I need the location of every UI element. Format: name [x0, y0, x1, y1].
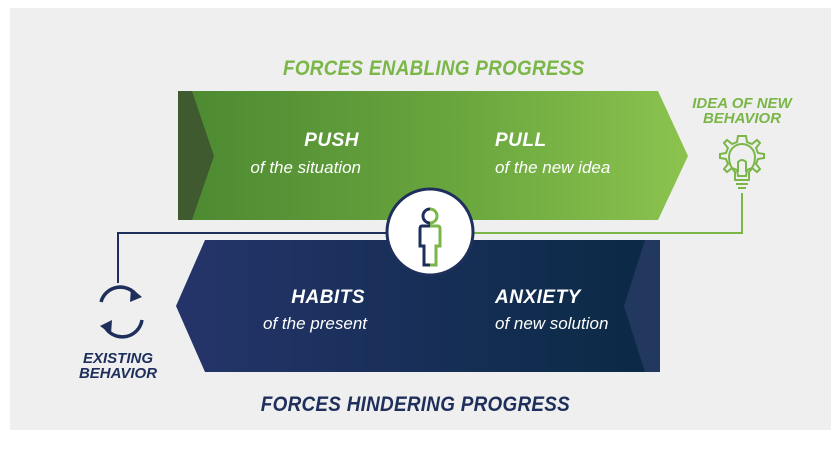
anxiety-subtitle: of new solution — [495, 314, 609, 333]
pull-title: PULL — [495, 130, 547, 151]
habits-title: HABITS — [291, 287, 365, 308]
navy-arrow-band — [176, 240, 645, 372]
pull-subtitle: of the new idea — [495, 158, 611, 177]
green-arrow-band — [192, 91, 688, 220]
bottom-heading: FORCES HINDERING PROGRESS — [260, 393, 570, 416]
anxiety-title: ANXIETY — [495, 287, 581, 308]
center-circle — [385, 187, 475, 277]
new-behavior-line1: IDEA OF NEW — [692, 95, 792, 112]
new-behavior-line — [430, 193, 743, 234]
existing-behavior-label: EXISTING BEHAVIOR — [58, 351, 178, 381]
lightbulb-gear-icon — [719, 135, 765, 189]
person-icon — [418, 207, 442, 267]
new-behavior-line2: BEHAVIOR — [702, 110, 782, 127]
refresh-cycle-icon — [99, 285, 144, 339]
push-subtitle: of the situation — [250, 158, 361, 177]
push-title: PUSH — [304, 130, 359, 151]
existing-behavior-line1: EXISTING — [82, 350, 153, 367]
existing-behavior-line — [117, 232, 430, 283]
habits-subtitle: of the present — [263, 314, 367, 333]
top-heading: FORCES ENABLING PROGRESS — [283, 57, 585, 80]
existing-behavior-line2: BEHAVIOR — [78, 365, 158, 382]
new-behavior-label: IDEA OF NEW BEHAVIOR — [682, 96, 802, 126]
